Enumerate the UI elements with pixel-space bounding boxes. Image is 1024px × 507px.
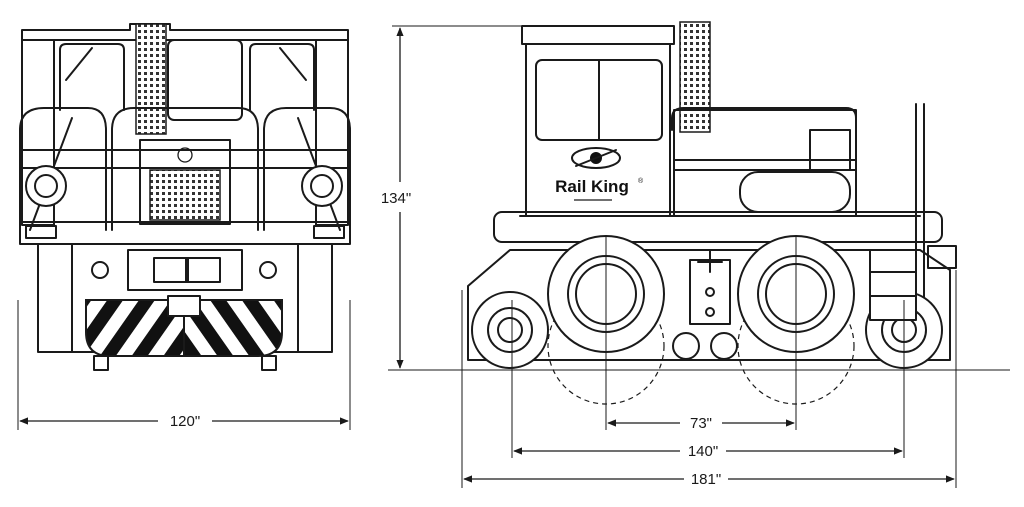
- axle-spacing-label: 73": [690, 415, 712, 432]
- length-dimensions: 73" 140" 181": [461, 236, 957, 488]
- side-cab-roof: [521, 25, 675, 45]
- side-rear-steps: [869, 249, 917, 321]
- side-chassis: [467, 249, 951, 361]
- front-bumper-left: [85, 299, 187, 357]
- front-view: [19, 23, 351, 371]
- side-fuel-tank: [739, 171, 851, 213]
- front-exhaust-stack: [135, 23, 167, 135]
- front-left-handrail: [19, 107, 107, 231]
- front-bumper-right: [183, 299, 283, 357]
- front-logo-icon: [177, 147, 193, 163]
- height-dimension-label: 134": [381, 190, 411, 207]
- height-dimension: 134": [381, 25, 522, 369]
- side-view: Rail King ®: [388, 21, 1010, 405]
- guide-roller-right: [710, 332, 738, 360]
- width-dimension-label: 120": [170, 413, 200, 430]
- front-roof-outline: [21, 23, 349, 41]
- front-windshield: [167, 39, 243, 121]
- brand-name: Rail King: [555, 177, 629, 196]
- brand-logo-icon: [571, 147, 621, 169]
- front-right-headlight: [301, 165, 343, 207]
- side-deck: [493, 211, 943, 243]
- front-radiator-grille: [149, 169, 221, 221]
- front-center-handrail: [111, 107, 259, 231]
- front-deck: [19, 221, 351, 245]
- brand-registered-mark: ®: [638, 177, 644, 185]
- end-wheel-front: [471, 291, 549, 369]
- front-coupler-housing: [127, 249, 243, 291]
- front-right-handrail: [263, 107, 351, 231]
- wheelbase-label: 140": [688, 443, 718, 460]
- side-handrail: [671, 107, 857, 217]
- side-exhaust-stack: [679, 21, 711, 133]
- guide-roller-left: [672, 332, 700, 360]
- front-left-headlight: [25, 165, 67, 207]
- front-width-dimension: 120": [17, 300, 351, 430]
- overall-length-label: 181": [691, 471, 721, 488]
